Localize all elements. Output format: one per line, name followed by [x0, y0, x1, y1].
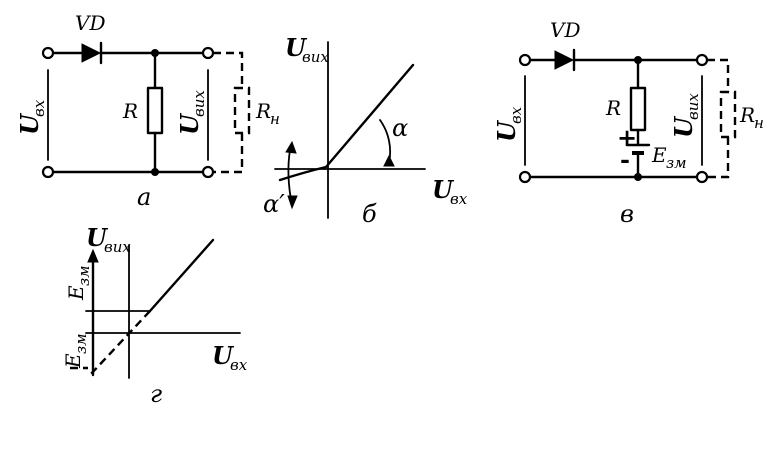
terminal-c-in-bottom [518, 170, 532, 184]
terminal-c-in-top [518, 53, 532, 67]
characteristic-curve-b [278, 63, 415, 182]
load-resistor-c [719, 90, 737, 139]
diode-label-c: VD [550, 18, 580, 42]
node-a-top [151, 49, 159, 57]
svg-text:E: E [61, 353, 85, 369]
angle-arrow-b [383, 154, 395, 167]
angle-prime-label-b: α′ [263, 190, 285, 218]
svg-text:U: U [15, 112, 44, 135]
e-top-label-d: E зм [64, 265, 93, 301]
angle-label-b: α [392, 114, 408, 142]
caption-c: в [620, 200, 634, 228]
characteristic-dashed-d [89, 310, 151, 376]
svg-text:н: н [754, 114, 764, 132]
load-label-c: R н [739, 103, 764, 132]
svg-text:E: E [64, 285, 88, 301]
circuit-a: VD U вх R U вих R н а [15, 11, 280, 211]
terminal-a-in-bottom [41, 165, 55, 179]
svg-text:R: R [739, 103, 755, 127]
node-a-bottom [151, 168, 159, 176]
svg-text:вих: вих [302, 48, 329, 66]
svg-text:зм: зм [75, 265, 93, 286]
resistor-label-a: R [122, 99, 138, 123]
svg-text:E: E [651, 143, 667, 167]
characteristic-solid-d [148, 238, 215, 313]
emf-label-c: E зм [651, 143, 687, 172]
y-axis-label-d: U вих [86, 223, 131, 256]
svg-text:U: U [492, 119, 521, 142]
u-out-label-c: U вих [669, 93, 702, 138]
svg-text:U: U [175, 112, 204, 135]
terminal-a-in-top [41, 46, 55, 60]
svg-text:вх: вх [450, 190, 468, 208]
svg-text:зм: зм [72, 333, 90, 354]
y-axis-label-b: U вих [285, 33, 329, 66]
x-axis-label-b: U вх [432, 175, 468, 208]
svg-text:вих: вих [684, 93, 702, 120]
node-c-top [634, 56, 642, 64]
terminal-c-out-bottom [695, 170, 709, 184]
svg-text:вих: вих [190, 90, 208, 117]
u-in-label-a: U вх [15, 99, 48, 135]
svg-text:вих: вих [104, 238, 131, 256]
node-c-bottom [634, 173, 642, 181]
u-in-label-c: U вх [492, 106, 525, 142]
angle-prime-arrow-down-b [287, 195, 298, 210]
load-a-wire-top [213, 51, 244, 88]
diode-label-a: VD [75, 11, 105, 35]
svg-text:U: U [432, 175, 455, 204]
svg-text:R: R [255, 99, 271, 123]
u-out-label-a: U вих [175, 90, 208, 135]
svg-text:U: U [86, 223, 109, 252]
diode-c [554, 48, 576, 72]
graph-b: U вих U вх α α′ б [263, 33, 468, 228]
angle-prime-arrow-up-b [285, 140, 297, 154]
svg-text:н: н [270, 110, 280, 128]
svg-text:вх: вх [230, 356, 248, 374]
terminal-c-out-top [695, 53, 709, 67]
svg-text:вх: вх [30, 99, 48, 117]
load-label-a: R н [255, 99, 280, 128]
plus-sign-c: + [617, 123, 637, 152]
svg-text:вх: вх [507, 106, 525, 124]
graph-d: U вих E зм E зм U вх г [61, 223, 248, 408]
e-bottom-label-d: E зм [61, 333, 90, 369]
load-resistor-a [233, 86, 251, 135]
terminal-a-out-bottom [201, 165, 215, 179]
minus-sign-c: - [620, 145, 630, 174]
resistor-a [146, 86, 164, 135]
load-c-wire-top [707, 58, 730, 92]
x-axis-label-d: U вх [212, 341, 248, 374]
caption-b: б [362, 200, 377, 228]
svg-text:U: U [285, 33, 308, 62]
svg-text:U: U [669, 115, 698, 138]
resistor-label-c: R [605, 96, 621, 120]
caption-a: а [137, 183, 151, 211]
svg-text:U: U [212, 341, 235, 370]
load-a-wire-bottom [213, 133, 244, 174]
load-c-wire-bottom [707, 137, 730, 179]
terminal-a-out-top [201, 46, 215, 60]
caption-d: г [150, 380, 162, 408]
circuit-c: VD U вх R + - E зм U вих R н в [492, 18, 764, 228]
svg-text:зм: зм [666, 154, 687, 172]
e-bias-arrow-d [87, 248, 99, 263]
diode-a [81, 41, 103, 65]
